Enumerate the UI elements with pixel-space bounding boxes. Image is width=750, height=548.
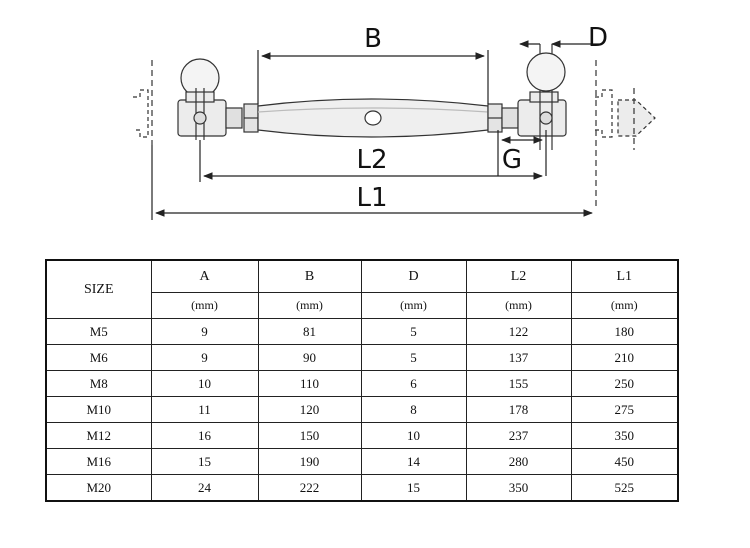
spec-table: SIZE A B D L2 L1 (mm) (mm) (mm) (mm) (mm… (45, 259, 679, 502)
cell-a: 16 (150, 422, 259, 449)
cell-b: 150 (257, 422, 362, 449)
cell-a: 11 (150, 396, 259, 423)
cell-b: 222 (257, 474, 362, 502)
cell-b: 120 (257, 396, 362, 423)
table-row: M20 24 222 15 350 525 (45, 474, 679, 502)
cell-b: 90 (257, 344, 362, 371)
dimension-lines (151, 40, 600, 220)
cell-d: 8 (360, 396, 467, 423)
size-cell: M10 (45, 396, 152, 423)
label-g: G (502, 145, 522, 175)
label-l1: L1 (356, 183, 387, 213)
cell-l1: 450 (570, 448, 679, 475)
col-header-b: B (257, 259, 362, 293)
table-row: M12 16 150 10 237 350 (45, 422, 679, 449)
size-header: SIZE (45, 259, 152, 319)
size-cell: M5 (45, 318, 152, 345)
cell-l1: 180 (570, 318, 679, 345)
cell-l2: 178 (465, 396, 572, 423)
cell-l2: 137 (465, 344, 572, 371)
size-cell: M20 (45, 474, 152, 502)
cell-d: 6 (360, 370, 467, 397)
cell-l2: 122 (465, 318, 572, 345)
cell-l1: 350 (570, 422, 679, 449)
col-header-d: D (360, 259, 467, 293)
unit-l1: (mm) (570, 292, 679, 319)
turnbuckle-drawing: B D G L2 L1 (133, 23, 656, 220)
table-row: M5 9 81 5 122 180 (45, 318, 679, 345)
col-header-a: A (150, 259, 259, 293)
label-l2: L2 (356, 145, 387, 175)
cell-b: 81 (257, 318, 362, 345)
cell-l1: 275 (570, 396, 679, 423)
cell-b: 110 (257, 370, 362, 397)
cell-l2: 280 (465, 448, 572, 475)
cell-b: 190 (257, 448, 362, 475)
cell-l2: 237 (465, 422, 572, 449)
cell-l1: 525 (570, 474, 679, 502)
cell-d: 5 (360, 344, 467, 371)
cell-a: 24 (150, 474, 259, 502)
unit-b: (mm) (257, 292, 362, 319)
cell-a: 10 (150, 370, 259, 397)
table-row: M16 15 190 14 280 450 (45, 448, 679, 475)
size-cell: M12 (45, 422, 152, 449)
cell-a: 15 (150, 448, 259, 475)
col-header-l1: L1 (570, 259, 679, 293)
turnbuckle-body (133, 44, 656, 210)
label-d: D (588, 23, 608, 53)
table-row: M6 9 90 5 137 210 (45, 344, 679, 371)
cell-d: 10 (360, 422, 467, 449)
size-cell: M6 (45, 344, 152, 371)
cell-a: 9 (150, 318, 259, 345)
table-row: M10 11 120 8 178 275 (45, 396, 679, 423)
cell-l2: 155 (465, 370, 572, 397)
cell-d: 14 (360, 448, 467, 475)
size-cell: M8 (45, 370, 152, 397)
unit-d: (mm) (360, 292, 467, 319)
cell-d: 5 (360, 318, 467, 345)
cell-l1: 210 (570, 344, 679, 371)
unit-l2: (mm) (465, 292, 572, 319)
label-b: B (364, 24, 382, 54)
table-row: M8 10 110 6 155 250 (45, 370, 679, 397)
size-cell: M16 (45, 448, 152, 475)
cell-d: 15 (360, 474, 467, 502)
col-header-l2: L2 (465, 259, 572, 293)
cell-a: 9 (150, 344, 259, 371)
cell-l1: 250 (570, 370, 679, 397)
unit-a: (mm) (150, 292, 259, 319)
cell-l2: 350 (465, 474, 572, 502)
